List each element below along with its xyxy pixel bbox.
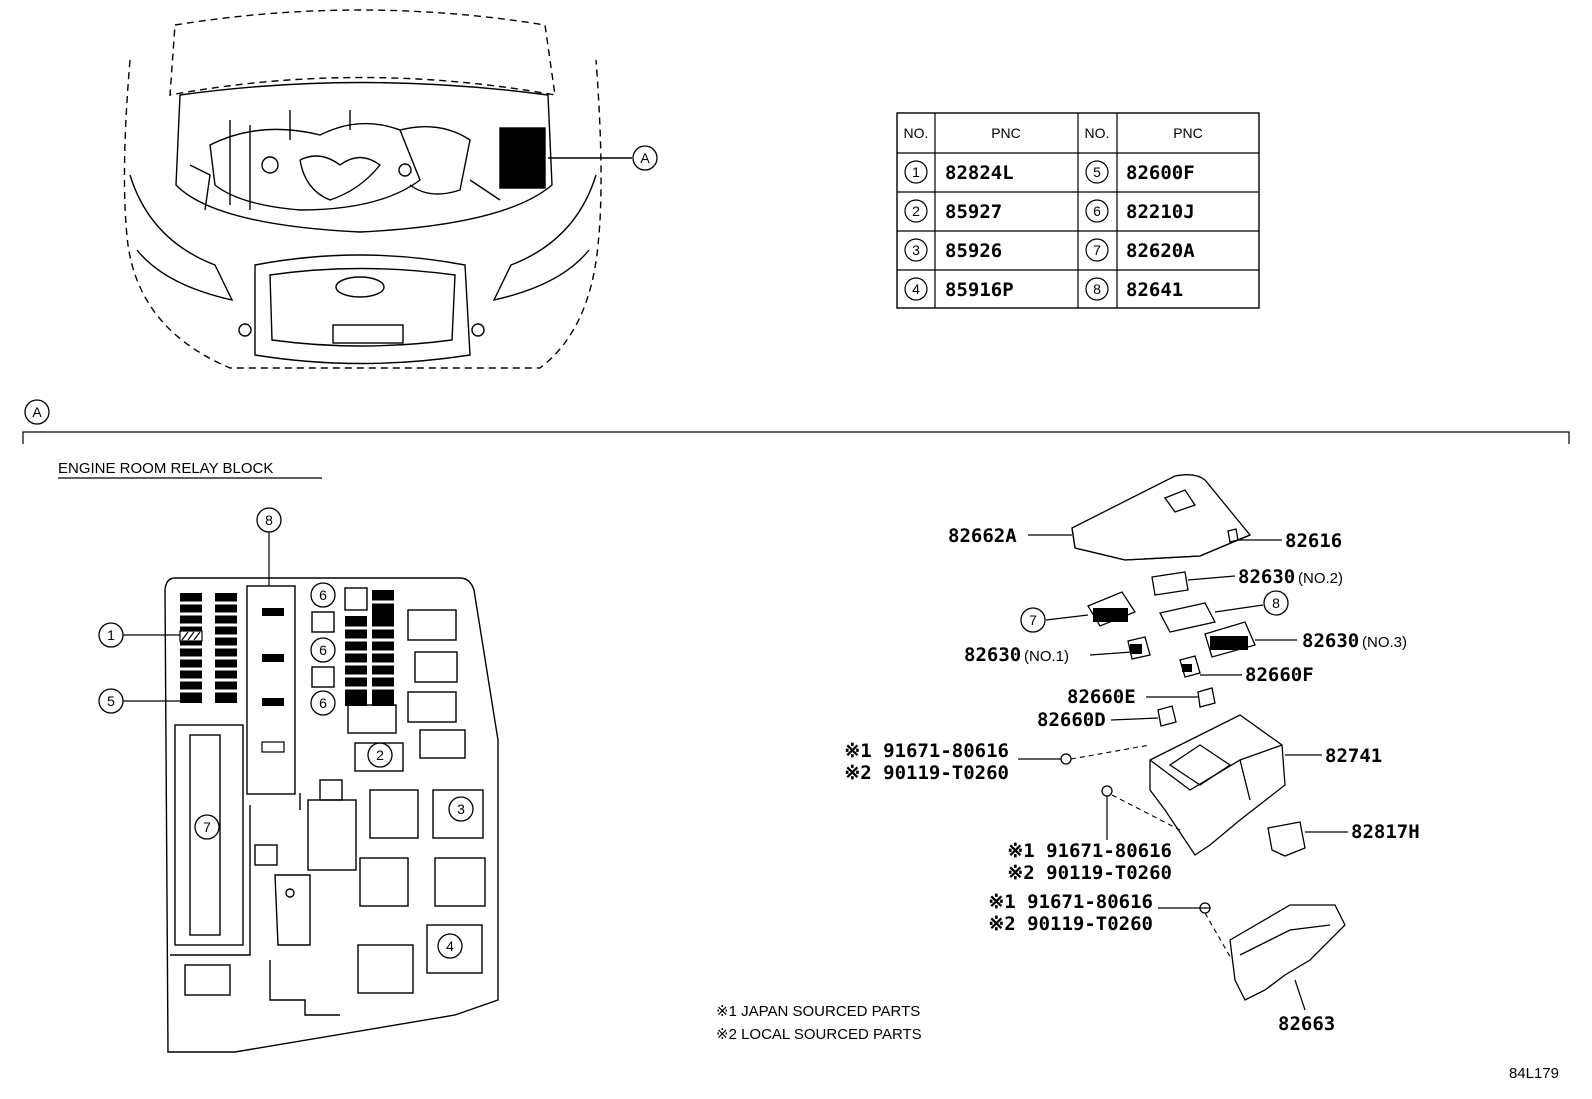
table-header-pnc-2: PNC	[1173, 125, 1203, 141]
table-cell-no: 1	[912, 164, 920, 180]
table-header-pnc-1: PNC	[991, 125, 1021, 141]
table-cell-pnc: 85926	[945, 240, 1002, 262]
part-label-82660d: 82660D	[1037, 709, 1106, 731]
assembly-lines	[1070, 744, 1233, 961]
table-header-no-2: NO.	[1085, 125, 1110, 141]
block-callout-2: 2	[376, 747, 384, 763]
part-label-82630-no1: 82630	[964, 644, 1021, 666]
exploded-parts-view	[1060, 474, 1346, 1001]
table-cell-pnc: 82600F	[1126, 162, 1195, 184]
part-callout-circles	[1020, 590, 1289, 633]
table-cell-pnc: 82620A	[1126, 240, 1195, 262]
pnc-table: NO. PNC NO. PNC 1 82824L 5 82600F 2 8592…	[896, 112, 1260, 309]
table-cell-no: 5	[1093, 164, 1101, 180]
car-front-illustration	[123, 9, 632, 369]
part-label-82630-no3: 82630	[1302, 630, 1359, 652]
callout-a: A	[640, 150, 650, 166]
table-cell-pnc: 82824L	[945, 162, 1014, 184]
table-cell-no: 3	[912, 242, 920, 258]
block-callout-5: 5	[107, 693, 115, 709]
note-local-sourced: ※2 LOCAL SOURCED PARTS	[716, 1026, 922, 1043]
block-callout-7: 7	[203, 819, 211, 835]
block-callout-circles	[98, 507, 474, 959]
block-callout-4: 4	[446, 938, 454, 954]
table-cell-pnc: 82641	[1126, 279, 1183, 301]
fuse-gaps	[180, 600, 394, 693]
fuse-hatch	[181, 631, 201, 641]
bolt-label-japan: ※1 91671-80616	[988, 891, 1153, 913]
part-label-82817h: 82817H	[1351, 821, 1420, 843]
bolt-label-local: ※2 90119-T0260	[1007, 862, 1172, 884]
bolt-label-local: ※2 90119-T0260	[988, 913, 1153, 935]
callout-a-circle	[632, 145, 658, 171]
section-marker: A	[32, 404, 42, 420]
figure-id: 84L179	[1509, 1065, 1559, 1082]
bolt-label-japan: ※1 91671-80616	[844, 740, 1009, 762]
relay-shading	[1093, 608, 1248, 672]
table-cell-pnc: 85916P	[945, 279, 1014, 301]
part-label-82630-no3-suffix: (NO.3)	[1362, 634, 1407, 651]
bolt-label-local: ※2 90119-T0260	[844, 762, 1009, 784]
part-label-82660f: 82660F	[1245, 664, 1314, 686]
table-cell-no: 8	[1093, 281, 1101, 297]
section-bracket	[22, 431, 1570, 444]
part-callout-8: 8	[1272, 595, 1280, 611]
table-header-no-1: NO.	[904, 125, 929, 141]
table-cell-pnc: 85927	[945, 201, 1002, 223]
table-cell-pnc: 82210J	[1126, 201, 1195, 223]
part-leaders	[1018, 534, 1348, 1011]
block-callout-6: 6	[319, 587, 327, 603]
block-leaders	[123, 532, 270, 702]
bolt-label-japan: ※1 91671-80616	[1007, 840, 1172, 862]
relay-slot	[261, 741, 285, 753]
part-label-82630-no1-suffix: (NO.1)	[1024, 648, 1069, 665]
part-label-82630-no2-suffix: (NO.2)	[1298, 570, 1343, 587]
part-label-82616: 82616	[1285, 530, 1342, 552]
section-marker-circle	[24, 399, 50, 425]
part-label-82660e: 82660E	[1067, 686, 1136, 708]
table-cell-no: 7	[1093, 242, 1101, 258]
table-cell-no: 2	[912, 203, 920, 219]
block-callout-6: 6	[319, 695, 327, 711]
part-label-82663: 82663	[1278, 1013, 1335, 1035]
block-callout-8: 8	[265, 512, 273, 528]
note-japan-sourced: ※1 JAPAN SOURCED PARTS	[716, 1003, 920, 1020]
part-label-82630-no2: 82630	[1238, 566, 1295, 588]
table-cell-no: 4	[912, 281, 920, 297]
block-callout-6: 6	[319, 642, 327, 658]
relay-block-top-view	[164, 577, 499, 1053]
table-cell-no: 6	[1093, 203, 1101, 219]
relay-block-title: ENGINE ROOM RELAY BLOCK	[58, 460, 273, 477]
part-callout-7: 7	[1029, 612, 1037, 628]
part-label-82741: 82741	[1325, 745, 1382, 767]
block-callout-1: 1	[107, 627, 115, 643]
part-label-82662a: 82662A	[948, 525, 1017, 547]
block-callout-3: 3	[457, 801, 465, 817]
